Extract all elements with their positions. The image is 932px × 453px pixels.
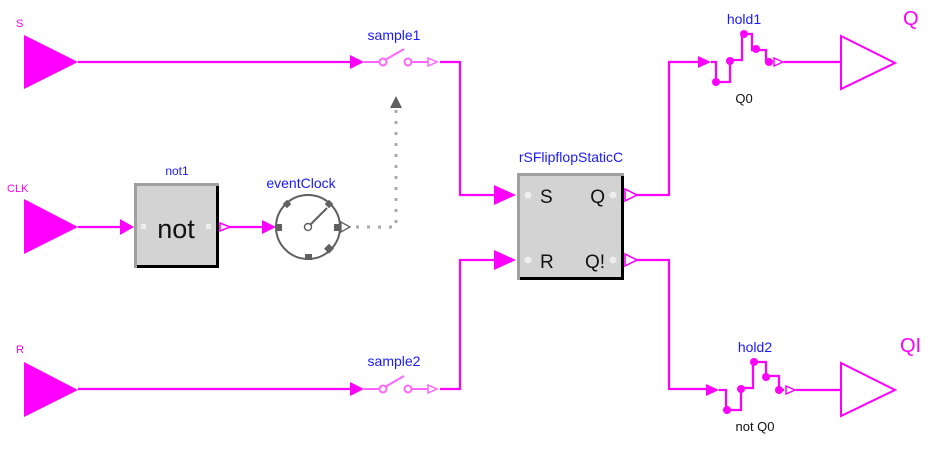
wires [78, 60, 840, 392]
wire-flipflop-q-to-hold1[interactable] [636, 60, 700, 197]
port-dot-icon [609, 191, 617, 199]
wire-clock-to-sample1[interactable] [356, 108, 398, 229]
clock-hand-icon [307, 207, 328, 228]
output-port-q[interactable]: Q [840, 8, 919, 91]
not1-text: not [157, 214, 195, 244]
input-port-s[interactable]: S [16, 18, 78, 89]
hold-dot [775, 386, 783, 394]
sample1-block[interactable]: sample1 [350, 27, 439, 108]
port-dot-icon [206, 224, 211, 229]
output-port-qi[interactable]: QI [840, 335, 921, 418]
hold-dot [750, 358, 758, 366]
block-face [137, 186, 216, 265]
not1-block[interactable]: not1 not [120, 164, 233, 268]
input-arrow-icon [350, 382, 364, 396]
flipflop-port-s: S [540, 187, 553, 208]
input-arrow-icon [120, 219, 134, 235]
flipflop-block[interactable]: rSFlipflopStaticC S R Q Q! [494, 149, 639, 280]
input-triangle-icon [24, 35, 78, 89]
flipflop-port-qn: Q! [585, 252, 605, 273]
hold-dot [737, 385, 745, 393]
port-dot-icon [141, 224, 146, 229]
wire-sample1-to-flipflop-s[interactable] [440, 60, 502, 197]
input-label-s: S [16, 18, 23, 30]
hold-dot [762, 373, 770, 381]
wire-sample2-to-flipflop-r[interactable] [440, 258, 502, 391]
switch-contact-icon [378, 57, 388, 67]
port-dot-icon [524, 256, 532, 264]
input-arrow-icon [698, 56, 711, 68]
input-label-r: R [16, 344, 24, 356]
hold-dot [712, 78, 720, 86]
input-triangle-icon [24, 199, 78, 254]
wire-flipflop-qn-to-hold2[interactable] [636, 258, 708, 391]
flipflop-port-r: R [540, 252, 554, 273]
port-dot-icon [524, 191, 532, 199]
output-arrow-icon [219, 221, 233, 233]
hold-dot [726, 57, 734, 65]
input-port-clk[interactable]: CLK [7, 183, 78, 254]
hold-staircase-icon [711, 32, 772, 84]
hold2-name-label: hold2 [738, 339, 772, 355]
input-label-clk: CLK [7, 183, 29, 195]
switch-blade-icon [384, 375, 405, 388]
hold1-block[interactable]: hold1 Q0 [698, 11, 785, 106]
clock-center-icon [303, 222, 313, 232]
output-arrow-icon-q [624, 187, 639, 203]
switch-blade-icon [384, 48, 405, 61]
sample2-name-label: sample2 [368, 353, 421, 369]
clock-output-arrow-icon [340, 220, 352, 234]
flipflop-name-label: rSFlipflopStaticC [519, 149, 623, 165]
output-triangle-icon [840, 361, 898, 418]
clock-tick [334, 224, 340, 231]
output-triangle-icon [840, 34, 898, 91]
hold1-param-label: Q0 [735, 91, 752, 106]
hold-dot [723, 406, 731, 414]
output-label-q: Q [903, 8, 919, 30]
hold2-block[interactable]: hold2 not Q0 [706, 339, 797, 434]
clock-tick [324, 199, 334, 209]
block-face [520, 176, 621, 277]
hold-dot [740, 30, 748, 38]
clock-tick [276, 224, 282, 231]
input-arrow-icon [262, 220, 276, 234]
switch-contact-icon [403, 384, 413, 394]
input-arrow-icon [706, 384, 719, 396]
flipflop-port-q: Q [590, 187, 605, 208]
input-arrow-icon [350, 55, 364, 69]
output-arrow-icon [427, 383, 439, 395]
clock-tick [282, 199, 292, 209]
input-triangle-icon [24, 362, 78, 417]
hold-dot [765, 58, 773, 66]
output-label-qi: QI [900, 335, 921, 357]
clock-input-arrow-icon [390, 96, 402, 108]
input-port-r[interactable]: R [16, 344, 78, 417]
eventclock-block[interactable]: eventClock [262, 175, 352, 260]
hold2-param-label: not Q0 [735, 419, 774, 434]
hold1-name-label: hold1 [727, 11, 761, 27]
clock-tick [324, 243, 334, 254]
output-arrow-icon-qn [624, 252, 639, 268]
hold-staircase-icon [719, 360, 784, 412]
sample2-block[interactable]: sample2 [350, 353, 439, 396]
clock-tick [305, 254, 312, 260]
eventclock-name-label: eventClock [266, 175, 336, 191]
output-arrow-icon [785, 384, 797, 396]
port-dot-icon [609, 256, 617, 264]
output-arrow-icon [427, 56, 439, 68]
hold-dot [752, 45, 760, 53]
not1-name-label: not1 [165, 164, 189, 178]
sample1-name-label: sample1 [368, 27, 421, 43]
switch-contact-icon [378, 384, 388, 394]
input-arrow-icon-s [494, 185, 516, 205]
switch-contact-icon [403, 57, 413, 67]
output-arrow-icon [773, 56, 785, 68]
input-arrow-icon-r [494, 250, 516, 270]
